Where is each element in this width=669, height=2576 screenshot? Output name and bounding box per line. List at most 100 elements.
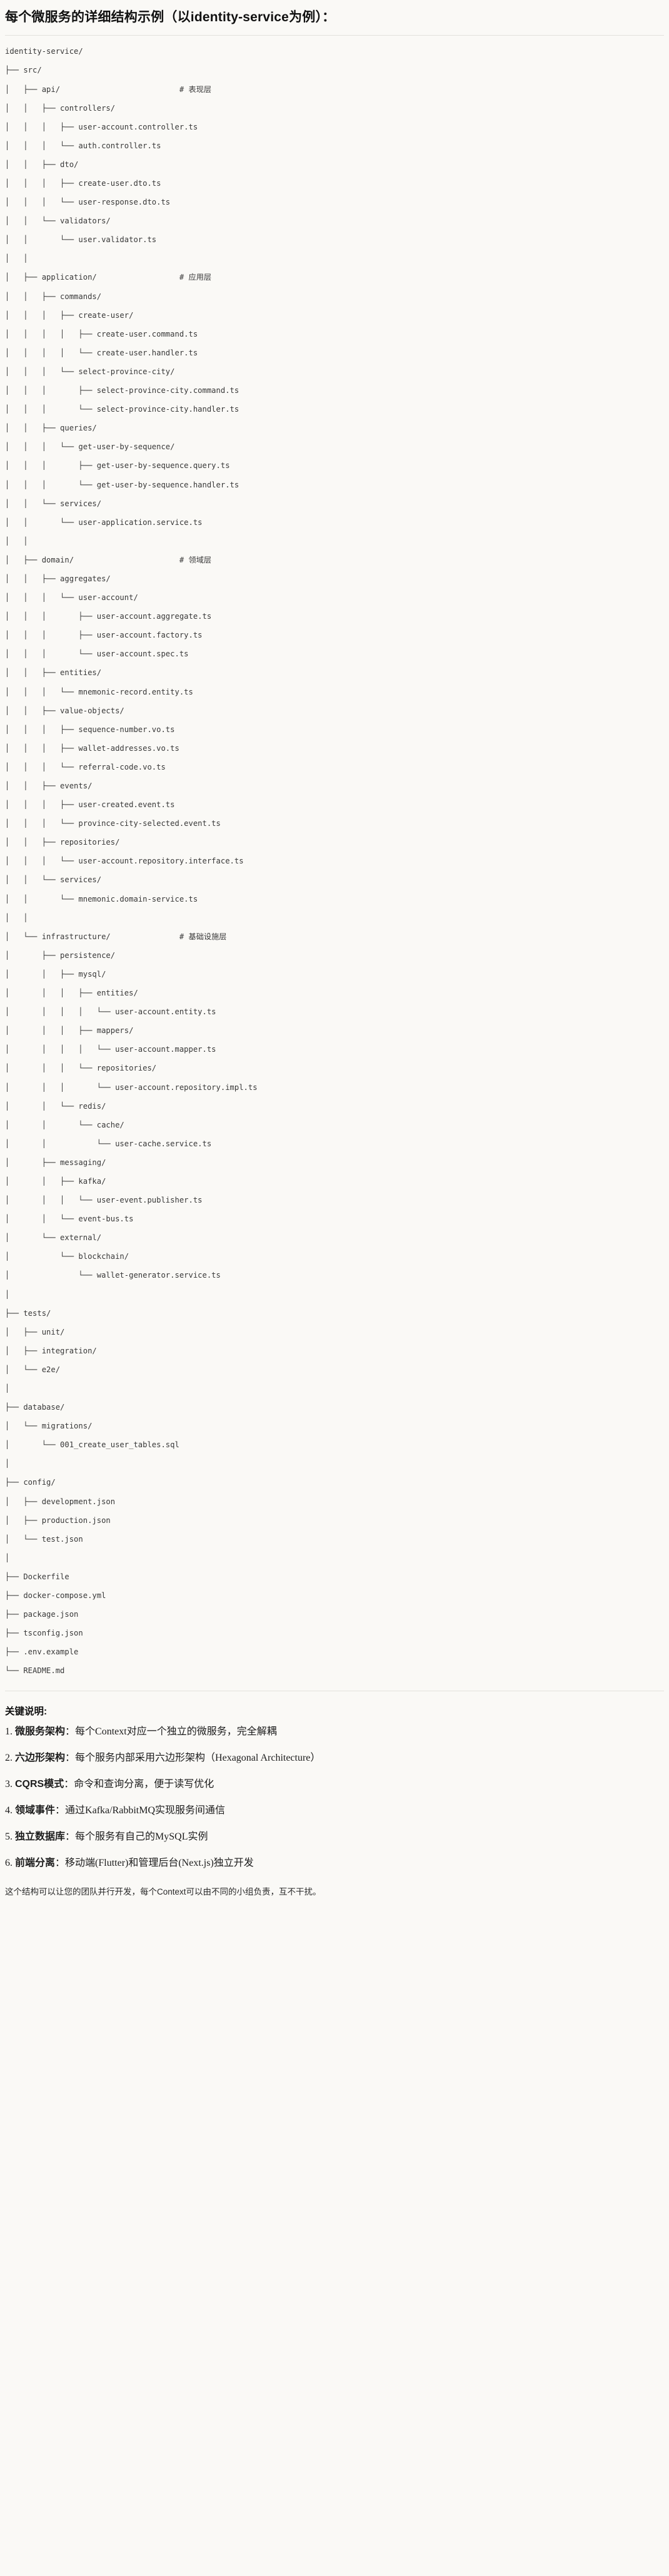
key-points-title: 关键说明: [5, 1706, 48, 1717]
tree-line: │ │ │ ├── mappers/ [5, 1026, 134, 1036]
tree-line: │ │ │ └── get-user-by-sequence.handler.t… [5, 480, 239, 489]
key-point-term: 微服务架构 [15, 1726, 66, 1737]
tree-line: │ │ └── event-bus.ts [5, 1214, 134, 1224]
key-point-item: 4. 领域事件：通过Kafka/RabbitMQ实现服务间通信 [5, 1798, 664, 1824]
tree-line: │ │ │ ├── sequence-number.vo.ts [5, 725, 175, 734]
key-point-term: 领域事件 [15, 1805, 56, 1816]
tree-line: │ │ │ └── user-account/ [5, 593, 138, 603]
key-point-description: 通过Kafka/RabbitMQ实现服务间通信 [65, 1805, 226, 1816]
tree-line: │ └── infrastructure/ # 基础设施层 [5, 932, 227, 941]
document-page: 每个微服务的详细结构示例（以identity-service为例）： ident… [5, 0, 664, 1917]
tree-line: │ └── blockchain/ [5, 1252, 129, 1261]
key-point-term: 前端分离 [15, 1857, 56, 1868]
key-point-separator: ： [65, 1726, 76, 1737]
tree-line: └── README.md [5, 1666, 65, 1676]
key-point-number: 6. [5, 1857, 15, 1868]
key-point-separator: ： [55, 1805, 66, 1816]
tree-line: │ │ └── services/ [5, 499, 102, 508]
key-point-number: 2. [5, 1752, 15, 1763]
key-point-number: 1. [5, 1726, 15, 1737]
key-point-description: 移动端(Flutter)和管理后台(Next.js)独立开发 [65, 1857, 254, 1868]
tree-line: │ └── external/ [5, 1233, 102, 1243]
key-point-description: 每个Context对应一个独立的微服务，完全解耦 [75, 1726, 277, 1737]
tree-line: │ │ ├── dto/ [5, 160, 79, 169]
tree-line: │ │ ├── repositories/ [5, 838, 120, 847]
key-point-separator: ： [55, 1857, 66, 1868]
key-point-number: 4. [5, 1805, 15, 1816]
tree-line: │ │ [5, 254, 28, 263]
key-point-item: 6. 前端分离：移动端(Flutter)和管理后台(Next.js)独立开发 [5, 1850, 664, 1876]
tree-line: │ ├── api/ # 表现层 [5, 84, 212, 94]
tree-line: │ │ └── redis/ [5, 1101, 106, 1111]
tree-line: │ │ ├── aggregates/ [5, 574, 111, 583]
tree-line: │ │ ├── entities/ [5, 668, 102, 678]
tree-line: │ │ │ └── referral-code.vo.ts [5, 762, 166, 771]
tree-line: │ ├── unit/ [5, 1327, 65, 1336]
tree-line: ├── Dockerfile [5, 1572, 69, 1581]
key-point-description: 命令和查询分离，便于读写优化 [74, 1778, 214, 1789]
tree-line: │ ├── domain/ # 领域层 [5, 555, 212, 564]
tree-line: ├── docker-compose.yml [5, 1591, 106, 1601]
key-point-term: 六边形架构 [15, 1752, 66, 1763]
tree-line: │ │ │ └── user-account.repository.interf… [5, 857, 244, 866]
key-point-item: 2. 六边形架构：每个服务内部采用六边形架构（Hexagonal Archite… [5, 1745, 664, 1771]
key-point-number: 5. [5, 1831, 15, 1842]
tree-line: ├── .env.example [5, 1647, 79, 1657]
tree-line: │ │ │ └── mnemonic-record.entity.ts [5, 687, 193, 696]
key-point-term: 独立数据库 [15, 1831, 66, 1842]
tree-line: │ │ └── mnemonic.domain-service.ts [5, 894, 198, 904]
key-point-term: CQRS模式 [15, 1778, 64, 1789]
tree-line: │ ├── integration/ [5, 1346, 97, 1355]
tree-line: │ │ [5, 913, 28, 922]
tree-line-comment: # 基础设施层 [179, 932, 227, 941]
tree-line: │ └── migrations/ [5, 1422, 93, 1431]
tree-line: ├── tsconfig.json [5, 1629, 83, 1638]
key-point-description: 每个服务有自己的MySQL实例 [75, 1831, 208, 1842]
tree-line: │ │ │ │ ├── create-user.command.ts [5, 329, 198, 339]
key-point-item: 3. CQRS模式：命令和查询分离，便于读写优化 [5, 1771, 664, 1798]
tree-line: │ │ └── user.validator.ts [5, 235, 157, 245]
tree-line: │ │ [5, 536, 28, 546]
tree-line-comment: # 表现层 [179, 84, 212, 94]
tree-line: │ │ └── services/ [5, 875, 102, 885]
tree-line: │ │ │ └── repositories/ [5, 1064, 157, 1073]
tree-line: │ │ │ └── province-city-selected.event.t… [5, 819, 221, 828]
tree-line: │ └── 001_create_user_tables.sql [5, 1440, 179, 1450]
tree-line: │ │ │ ├── entities/ [5, 989, 138, 998]
tree-line: │ │ └── user-cache.service.ts [5, 1139, 212, 1148]
tree-line: │ │ ├── queries/ [5, 424, 97, 433]
tree-line: │ [5, 1290, 10, 1299]
tree-line: │ │ └── cache/ [5, 1120, 124, 1129]
tree-line: │ │ │ ├── user-created.event.ts [5, 800, 175, 810]
tree-line: │ │ │ └── get-user-by-sequence/ [5, 442, 175, 452]
tree-line: │ │ ├── mysql/ [5, 969, 106, 979]
tree-line: │ │ ├── value-objects/ [5, 706, 124, 715]
tree-line: │ │ │ └── auth.controller.ts [5, 141, 161, 150]
tree-line: ├── config/ [5, 1478, 56, 1487]
tree-line: │ ├── messaging/ [5, 1158, 106, 1167]
tree-line: │ │ │ ├── create-user/ [5, 310, 134, 320]
key-point-separator: ： [64, 1778, 74, 1789]
tree-line: │ │ ├── controllers/ [5, 103, 116, 113]
footer-note: 这个结构可以让您的团队并行开发，每个Context可以由不同的小组负责，互不干扰… [5, 1886, 321, 1896]
tree-line: │ └── test.json [5, 1534, 83, 1544]
tree-line: │ │ │ └── select-province-city/ [5, 367, 175, 376]
directory-tree-code: identity-service/ ├── src/ │ ├── api/ # … [5, 47, 664, 1676]
tree-line: │ [5, 1384, 10, 1393]
tree-line: │ │ │ └── user-response.dto.ts [5, 198, 171, 207]
tree-line: │ │ │ └── user-account.spec.ts [5, 649, 189, 659]
tree-line: │ │ │ └── select-province-city.handler.t… [5, 405, 239, 414]
tree-line: │ │ │ │ └── create-user.handler.ts [5, 348, 198, 357]
tree-line: │ └── e2e/ [5, 1365, 61, 1374]
tree-line: │ │ │ ├── create-user.dto.ts [5, 179, 161, 188]
tree-line: ├── database/ [5, 1403, 65, 1412]
key-point-description: 每个服务内部采用六边形架构（Hexagonal Architecture） [75, 1752, 321, 1763]
directory-tree-block: identity-service/ ├── src/ │ ├── api/ # … [5, 36, 664, 1690]
tree-line: ├── tests/ [5, 1308, 51, 1318]
tree-line: │ │ │ ├── user-account.aggregate.ts [5, 612, 212, 621]
tree-line: │ │ │ ├── wallet-addresses.vo.ts [5, 743, 179, 753]
page-title: 每个微服务的详细结构示例（以identity-service为例）： [5, 0, 664, 36]
tree-line: │ │ └── user-application.service.ts [5, 517, 203, 527]
